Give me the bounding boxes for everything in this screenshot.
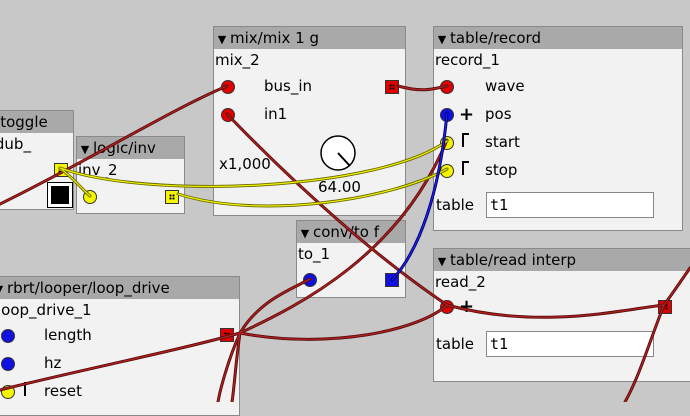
inlet-port[interactable] — [83, 190, 97, 204]
collapse-icon[interactable]: ▼ — [437, 33, 447, 46]
gain-knob[interactable] — [318, 133, 358, 173]
collapse-icon[interactable]: ▼ — [437, 255, 447, 268]
instance-name: loop_drive_1 — [0, 301, 92, 319]
object-header[interactable]: ▼table/record — [434, 27, 682, 49]
object-table-record[interactable]: ▼table/record record_1 wave + pos start … — [433, 26, 683, 231]
inlet-label: start — [485, 133, 520, 151]
outlet-port[interactable] — [54, 163, 68, 177]
object-conv-to-f[interactable]: ▼conv/to f to_1 — [296, 220, 406, 298]
inlet-label: bus_in — [264, 77, 313, 95]
object-type-label: table/record — [450, 29, 541, 47]
object-type-label: rbrt/looper/loop_drive — [7, 279, 170, 297]
object-type-label: table/read interp — [450, 251, 577, 269]
inlet-port-in1[interactable] — [221, 108, 235, 122]
inlet-label: reset — [44, 382, 82, 400]
object-table-read-interp[interactable]: ▼table/read interp read_2 + table t1 — [433, 248, 690, 382]
collapse-icon[interactable]: ▼ — [217, 33, 227, 46]
collapse-icon[interactable]: ▼ — [80, 143, 90, 156]
trigger-icon — [462, 133, 469, 147]
outlet-port[interactable] — [658, 300, 672, 314]
inlet-port-start[interactable] — [440, 136, 454, 150]
inlet-label: wave — [485, 77, 525, 95]
cable-red — [238, 303, 449, 341]
inlet-port-wave[interactable] — [440, 80, 454, 94]
object-mix[interactable]: ▼mix/mix 1 g mix_2 bus_in in1 x1,000 64.… — [213, 26, 406, 216]
object-header[interactable]: ▼mix/mix 1 g — [214, 27, 405, 49]
inlet-label: hz — [44, 354, 62, 372]
inlet-port-length[interactable] — [1, 329, 15, 343]
inlet-label: length — [44, 326, 92, 344]
inlet-port[interactable] — [440, 300, 454, 314]
inlet-port-hz[interactable] — [1, 357, 15, 371]
inlet-port[interactable] — [303, 273, 317, 287]
inlet-port-reset[interactable] — [1, 385, 15, 399]
knob-value: 64.00 — [318, 178, 361, 196]
collapse-icon[interactable]: ▼ — [0, 279, 7, 299]
inlet-port-pos[interactable] — [440, 108, 454, 122]
table-input[interactable]: t1 — [486, 192, 654, 218]
object-type-label: l/toggle — [0, 113, 48, 131]
object-header[interactable]: ▼conv/to f — [297, 221, 405, 243]
outlet-port[interactable] — [165, 190, 179, 204]
table-label: table — [436, 196, 474, 214]
object-header[interactable]: ▼rbrt/looper/loop_drive — [0, 277, 239, 299]
outlet-port[interactable] — [220, 328, 234, 342]
table-label: table — [436, 335, 474, 353]
table-input[interactable]: t1 — [486, 331, 654, 357]
object-type-label: conv/to f — [313, 223, 379, 241]
outlet-port[interactable] — [385, 273, 399, 287]
inlet-label: in1 — [264, 105, 288, 123]
instance-name: to_1 — [298, 245, 331, 263]
object-type-label: mix/mix 1 g — [230, 29, 319, 47]
trigger-icon — [462, 161, 469, 175]
instance-name: mix_2 — [215, 51, 260, 69]
object-header[interactable]: l/toggle — [0, 111, 73, 133]
object-loop-drive[interactable]: ▼rbrt/looper/loop_drive loop_drive_1 len… — [0, 276, 240, 416]
instance-name: inv_2 — [78, 161, 118, 179]
outlet-port[interactable] — [385, 80, 399, 94]
instance-name: record_1 — [435, 51, 500, 69]
object-type-label: logic/inv — [93, 139, 156, 157]
object-header[interactable]: ▼table/read interp — [434, 249, 690, 271]
inlet-label: stop — [485, 161, 518, 179]
instance-name: read_2 — [435, 273, 486, 291]
inlet-label: pos — [485, 105, 512, 123]
trigger-icon — [24, 382, 31, 396]
instance-name: rdub_ — [0, 135, 31, 153]
object-logic-inv[interactable]: ▼logic/inv inv_2 — [76, 136, 185, 214]
collapse-icon[interactable]: ▼ — [300, 227, 310, 240]
inlet-port-stop[interactable] — [440, 164, 454, 178]
gain-readout: x1,000 — [219, 155, 271, 173]
toggle-button[interactable] — [47, 182, 73, 208]
object-toggle[interactable]: l/toggle rdub_ — [0, 110, 74, 210]
plus-icon: + — [459, 296, 475, 317]
inlet-port-bus-in[interactable] — [221, 80, 235, 94]
plus-icon: + — [459, 104, 475, 125]
object-header[interactable]: ▼logic/inv — [77, 137, 184, 159]
